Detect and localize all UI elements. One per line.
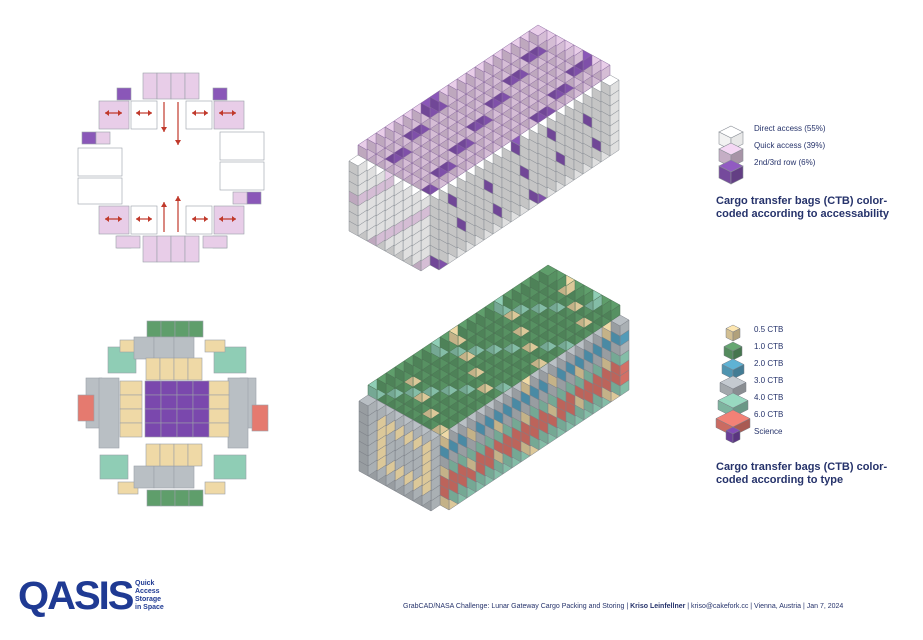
- ctb-cell: [185, 205, 213, 235]
- arrow-heads: [192, 110, 208, 116]
- ctb-box-side: [519, 36, 530, 53]
- type-caption: Cargo transfer bags (CTB) color-coded ac…: [716, 461, 888, 486]
- ctb-box-side: [474, 66, 485, 83]
- ctb-cell: [202, 235, 228, 249]
- legend-ctb-30-label: 3.0 CTB: [754, 376, 784, 385]
- arrow-head: [161, 127, 167, 132]
- arrow-heads: [192, 216, 208, 222]
- ctb-cell: [213, 100, 245, 130]
- legend-ctb-60-label: 6.0 CTB: [754, 410, 784, 419]
- ctb-cell: [213, 454, 247, 480]
- footer-details: | kriso@cakefork.cc | Vienna, Austria | …: [685, 603, 844, 610]
- arrow-heads: [136, 216, 152, 222]
- ctb-cell: [77, 394, 95, 422]
- ctb-cell: [130, 205, 158, 235]
- legend-quick-access-label: Quick access (39%): [754, 141, 826, 150]
- tagline-line-1: Quick: [135, 580, 155, 587]
- ctb-box-side: [366, 138, 377, 155]
- ctb-cell: [77, 177, 123, 205]
- ctb-cell: [219, 161, 265, 191]
- ctb-box-side: [501, 48, 512, 65]
- ctb-cell: [204, 339, 226, 353]
- ctb-cell: [188, 489, 204, 507]
- ctb-box-side: [528, 30, 539, 47]
- ctb-box-side: [465, 72, 476, 89]
- ctb-box-side: [375, 132, 386, 149]
- ctb-cell: [98, 100, 130, 130]
- legend-ctb-40-label: 4.0 CTB: [754, 393, 784, 402]
- type-legend-swatches: [715, 324, 751, 444]
- legend-second-third-row-label: 2nd/3rd row (6%): [754, 158, 816, 167]
- ctb-cell: [115, 235, 141, 249]
- ctb-cell: [185, 100, 213, 130]
- legend-ctb-20-label: 2.0 CTB: [754, 359, 784, 368]
- ctb-cell: [116, 87, 132, 101]
- ctb-box-side: [411, 108, 422, 125]
- ctb-cell: [119, 422, 143, 438]
- ctb-box-side: [510, 42, 521, 59]
- arrow-head: [175, 140, 181, 145]
- logo-tagline: Quick Access Storage in Space: [135, 580, 164, 612]
- accessibility-legend-swatches: [718, 125, 744, 185]
- ctb-box-side: [420, 102, 431, 119]
- ctb-box-side: [384, 126, 395, 143]
- arrow-heads: [105, 216, 122, 222]
- accessibility-caption: Cargo transfer bags (CTB) color-coded ac…: [716, 195, 890, 220]
- footer-challenge: GrabCAD/NASA Challenge: Lunar Gateway Ca…: [403, 603, 631, 610]
- science-cell: [192, 422, 210, 438]
- arrow-heads: [219, 110, 236, 116]
- footer-credits: GrabCAD/NASA Challenge: Lunar Gateway Ca…: [403, 603, 843, 610]
- arrow-head: [175, 196, 181, 201]
- tagline-line-4: in Space: [135, 604, 164, 611]
- ctb-cell: [219, 131, 265, 161]
- ctb-cell: [184, 235, 200, 263]
- arrow-heads: [105, 110, 122, 116]
- qasis-logo: QASIS: [18, 574, 134, 618]
- arrow-heads: [219, 216, 236, 222]
- ctb-box-side: [348, 160, 359, 177]
- ctb-box-side: [393, 120, 404, 137]
- ctb-cell: [188, 320, 204, 338]
- ctb-cell: [204, 481, 226, 495]
- legend-ctb-05-label: 0.5 CTB: [754, 325, 784, 334]
- ctb-cell: [98, 205, 130, 235]
- ctb-cell: [213, 205, 245, 235]
- ctb-box-side: [456, 78, 467, 95]
- ctb-cell: [77, 147, 123, 177]
- ctb-box-side: [483, 60, 494, 77]
- legend-direct-access-label: Direct access (55%): [754, 124, 826, 133]
- ctb-box-side: [429, 96, 440, 113]
- ctb-cell: [184, 72, 200, 100]
- ctb-box-side: [447, 84, 458, 101]
- tagline-line-3: Storage: [135, 596, 162, 603]
- legend-science-label: Science: [754, 427, 783, 436]
- ctb-cell: [99, 454, 129, 480]
- ctb-cell: [95, 131, 111, 145]
- footer-author: Kriso Leinfellner: [630, 603, 686, 610]
- legend-ctb-10-label: 1.0 CTB: [754, 342, 784, 351]
- ctb-box-side: [492, 54, 503, 71]
- ctb-cell: [251, 404, 269, 432]
- ctb-cell: [130, 100, 158, 130]
- ctb-cell: [187, 357, 203, 381]
- ctb-cell: [187, 443, 203, 467]
- tagline-line-2: Access: [135, 588, 160, 595]
- arrow-heads: [136, 110, 152, 116]
- ctb-cell: [98, 377, 120, 449]
- ctb-box-side: [402, 114, 413, 131]
- ctb-cell: [232, 191, 248, 205]
- arrow-head: [161, 202, 167, 207]
- transfer-arrows: [105, 102, 236, 232]
- ctb-box-side: [438, 90, 449, 107]
- ctb-cell: [212, 87, 228, 101]
